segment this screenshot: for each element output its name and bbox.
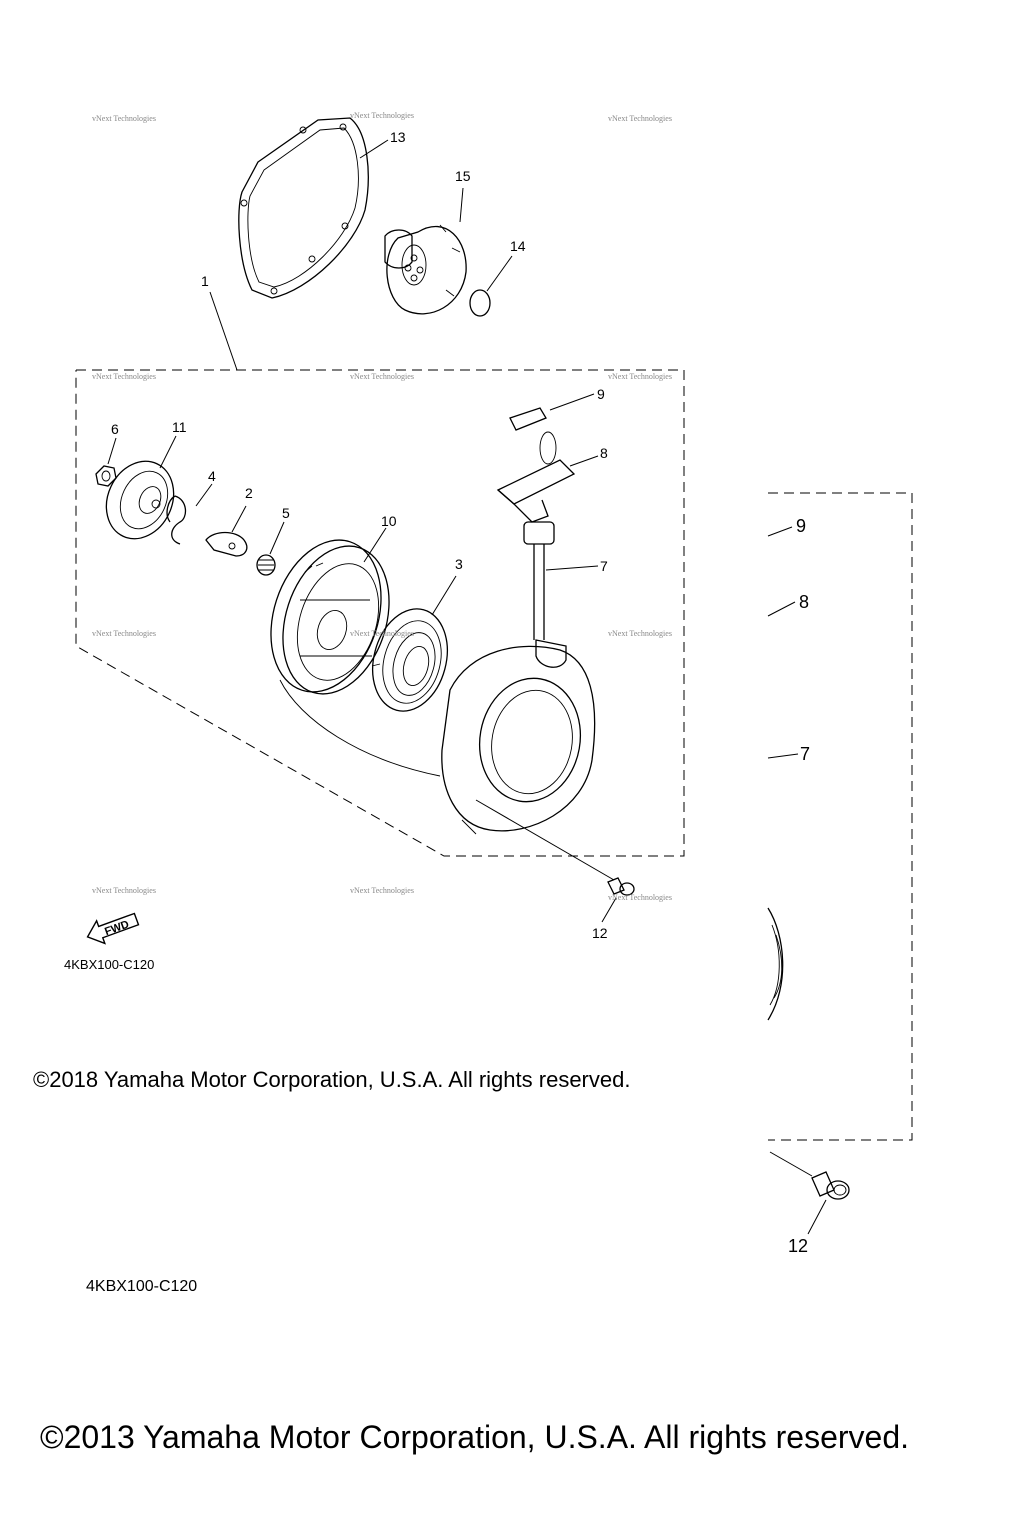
callout-14: 14	[510, 238, 526, 254]
fwd-label: FWD	[103, 918, 131, 938]
bg-callout-9: 9	[796, 516, 806, 536]
watermark-text: vNext Technologies	[350, 372, 414, 381]
bg-callout-12: 12	[788, 1236, 808, 1256]
watermark-text: vNext Technologies	[608, 893, 672, 902]
part-5-spring	[256, 554, 276, 576]
watermark-text: vNext Technologies	[92, 629, 156, 638]
bg-drawing-code: 4KBX100-C120	[86, 1278, 197, 1295]
part-13-gasket	[238, 117, 369, 299]
bg-callout-7: 7	[800, 744, 810, 764]
callout-12: 12	[592, 925, 608, 941]
callout-11: 11	[172, 419, 187, 435]
watermark-text: vNext Technologies	[608, 114, 672, 123]
callout-10: 10	[381, 513, 397, 529]
bg-callout-8: 8	[799, 592, 809, 612]
watermark-text: vNext Technologies	[608, 372, 672, 381]
callout-4: 4	[208, 468, 216, 484]
bg-bolt-12	[811, 1171, 850, 1200]
callout-9: 9	[597, 386, 605, 402]
copyright-background: ©2013 Yamaha Motor Corporation, U.S.A. A…	[40, 1419, 909, 1455]
watermark-text: vNext Technologies	[92, 886, 156, 895]
callout-8: 8	[600, 445, 608, 461]
watermark-text: vNext Technologies	[350, 886, 414, 895]
background-assembly-box	[768, 492, 913, 1141]
part-2-pawl	[205, 531, 248, 557]
fwd-arrow-icon: FWD	[86, 912, 140, 945]
callout-7: 7	[600, 558, 608, 574]
watermark-text: vNext Technologies	[350, 111, 414, 120]
callout-3: 3	[455, 556, 463, 572]
part-10-reel	[270, 539, 390, 695]
part-8-starter-handle	[496, 431, 576, 545]
part-7-rope	[533, 544, 545, 640]
watermark-text: vNext Technologies	[92, 114, 156, 123]
part-3-recoil-spring	[371, 608, 448, 712]
rope-path	[279, 679, 441, 777]
copyright-foreground: ©2018 Yamaha Motor Corporation, U.S.A. A…	[33, 1067, 630, 1092]
callout-1: 1	[201, 273, 209, 289]
part-11-plate	[105, 460, 175, 540]
part-15-pulley	[384, 224, 467, 315]
watermark-text: vNext Technologies	[350, 629, 414, 638]
drawing-code: 4KBX100-C120	[64, 957, 154, 972]
watermark-text: vNext Technologies	[92, 372, 156, 381]
part-9-handle-cap	[509, 407, 547, 431]
background-diagram: 9 8 7 12 4KBX100-C120	[86, 492, 913, 1295]
callout-6: 6	[111, 421, 119, 437]
starter-case	[441, 639, 596, 835]
callout-5: 5	[282, 505, 290, 521]
part-4-spring-clip	[166, 495, 187, 545]
watermarks: vNext Technologies vNext Technologies vN…	[92, 111, 672, 902]
bg-starter-edge	[767, 907, 784, 1021]
part-14-o-ring	[469, 289, 491, 317]
watermark-text: vNext Technologies	[608, 629, 672, 638]
callout-15: 15	[455, 168, 471, 184]
callout-13: 13	[390, 129, 406, 145]
callout-2: 2	[245, 485, 253, 501]
part-12-bolt	[607, 877, 635, 896]
